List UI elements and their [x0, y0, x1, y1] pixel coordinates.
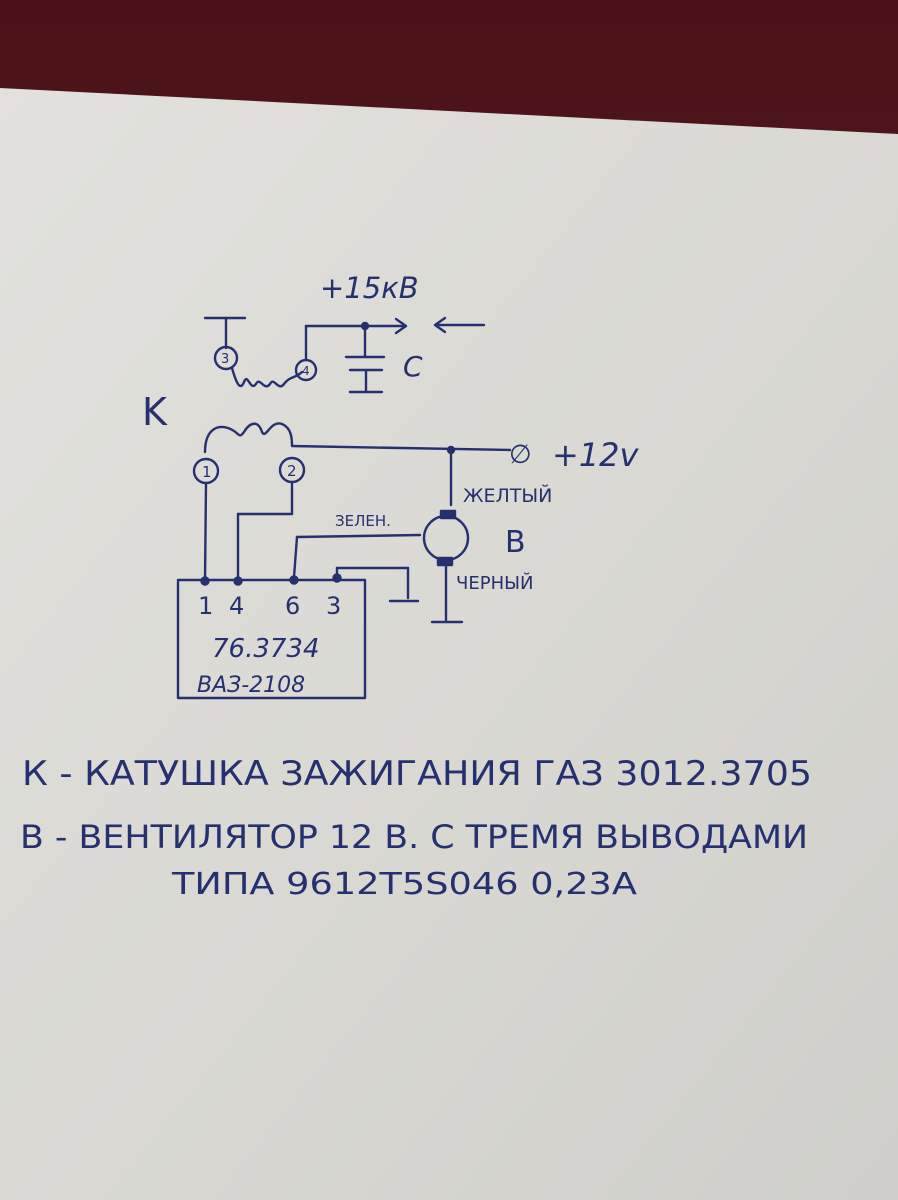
yellow-wire-label: ЖЕЛТЫЙ — [463, 484, 552, 507]
green-wire-label: ЗЕЛЕН. — [335, 512, 391, 530]
module-pin-3: 3 — [326, 592, 341, 620]
module-pin-4: 4 — [229, 592, 244, 620]
legend-line-2: В - ВЕНТИЛЯТОР 12 В. С ТРЕМЯ ВЫВОДАМИ — [20, 818, 808, 856]
module-part-number: 76.3734 — [212, 634, 320, 664]
secondary-winding — [230, 366, 304, 388]
module-model: ВАЗ-2108 — [197, 673, 305, 698]
paper-sheet — [0, 88, 898, 1200]
fan-label: B — [505, 525, 526, 560]
coil-terminal-1: 1 — [202, 463, 212, 481]
supply-terminal: ∅ — [509, 440, 532, 470]
coil-label: K — [142, 390, 168, 434]
black-wire-label: ЧЕРНЫЙ — [456, 572, 533, 594]
legend-line-3: ТИПА 9612Т5S046 0,23А — [171, 867, 638, 902]
ignition-module-box — [176, 578, 367, 700]
hv-label: +15кВ — [320, 271, 419, 305]
supply-label: +12v — [552, 436, 640, 474]
primary-winding — [203, 422, 294, 454]
terminal-3-circle — [213, 345, 239, 371]
coil-terminal-3: 3 — [221, 352, 229, 367]
legend-line-1: К - КАТУШКА ЗАЖИГАНИЯ ГАЗ 3012.3705 — [22, 754, 812, 794]
module-pin-1: 1 — [198, 592, 213, 620]
module-pin-6: 6 — [285, 592, 300, 620]
coil-terminal-4: 4 — [302, 364, 310, 378]
coil-terminal-2: 2 — [287, 462, 297, 480]
capacitor-label: C — [403, 350, 423, 383]
